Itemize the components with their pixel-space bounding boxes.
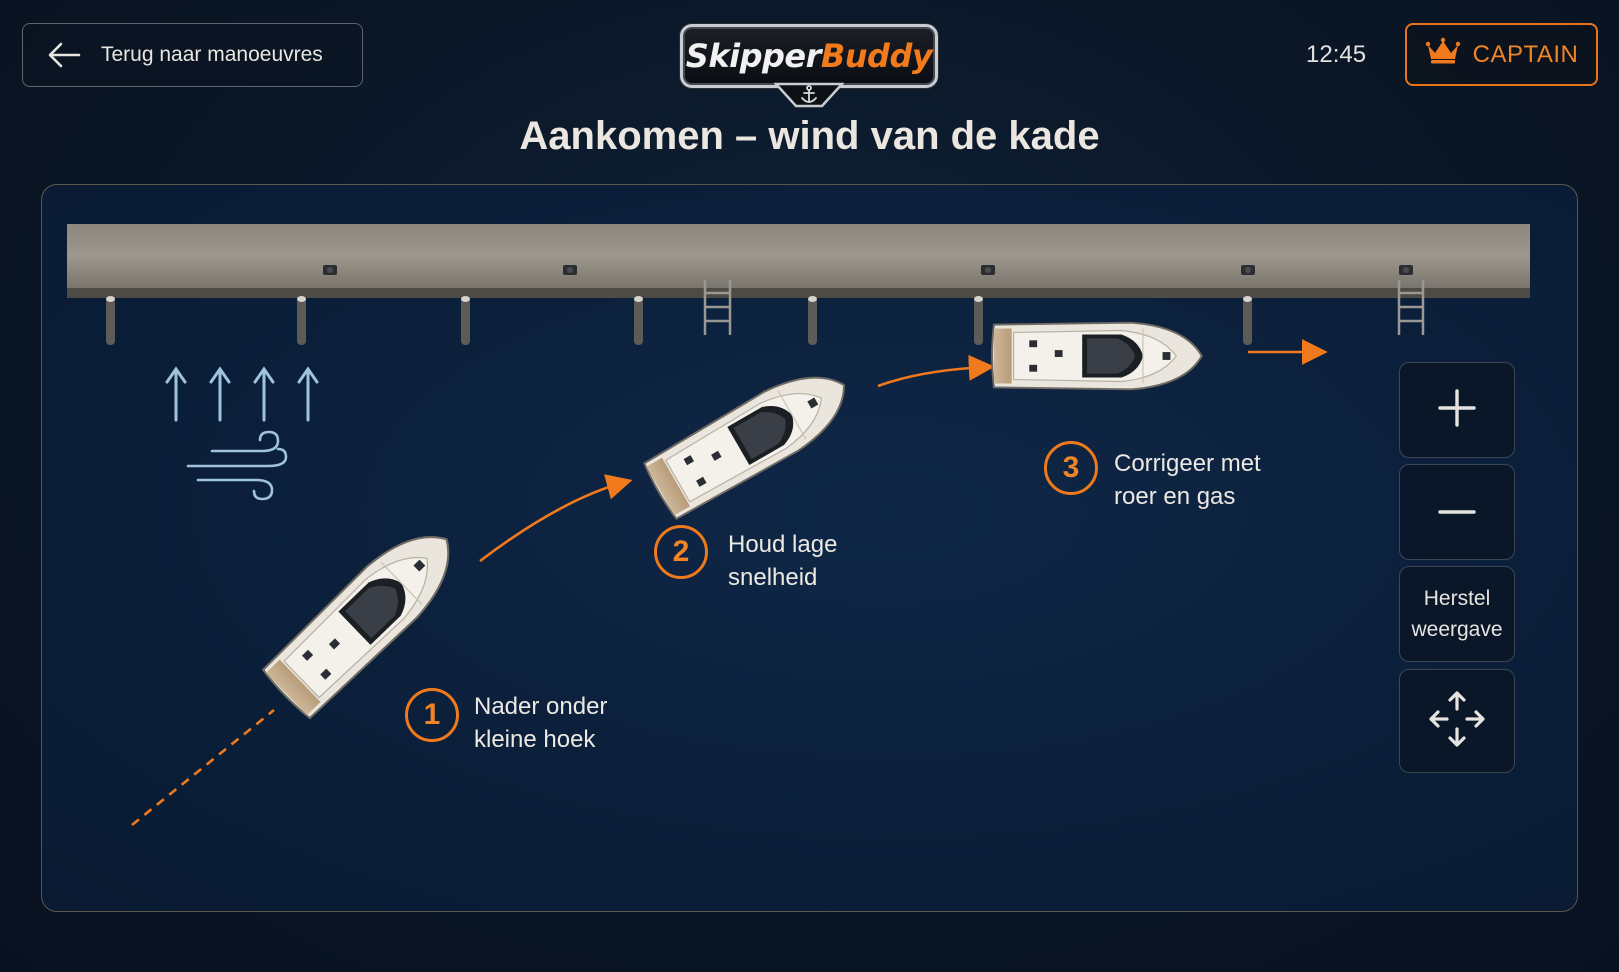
logo-word-buddy: Buddy (820, 37, 933, 75)
step-1-label: Nader onder kleine hoek (474, 690, 607, 756)
step-2-line-1: Houd lage (728, 531, 838, 558)
captain-button[interactable]: CAPTAIN (1405, 23, 1598, 86)
reset-view-button[interactable]: Herstel weergave (1399, 566, 1515, 662)
step-2-label: Houd lage snelheid (728, 528, 837, 594)
manoeuvre-map[interactable]: 1 Nader onder kleine hoek 2 Houd lage sn… (41, 184, 1578, 912)
arrow-left-icon (47, 42, 81, 68)
step-3-label: Corrigeer met roer en gas (1114, 447, 1261, 513)
logo-word-skipper: Skipper (685, 37, 822, 75)
approach-path (131, 339, 1328, 827)
anchor-icon (774, 82, 844, 108)
zoom-out-button[interactable] (1399, 464, 1515, 560)
step-1-badge: 1 (405, 688, 459, 742)
zoom-in-button[interactable] (1399, 362, 1515, 458)
wind-arrows-icon (165, 366, 319, 422)
mooring-piles (106, 296, 1252, 345)
pan-button[interactable] (1399, 669, 1515, 773)
map-drawing (67, 224, 1530, 827)
minus-icon (1437, 503, 1477, 521)
boat-position-3 (991, 321, 1203, 391)
reset-view-line-1: Herstel (1423, 587, 1491, 610)
step-3-line-2: roer en gas (1114, 483, 1236, 510)
boat-position-2 (640, 354, 862, 523)
crown-icon (1425, 37, 1461, 72)
page-title: Aankomen – wind van de kade (519, 114, 1100, 158)
captain-label: CAPTAIN (1472, 40, 1579, 68)
step-1-line-2: kleine hoek (474, 726, 596, 753)
step-2-line-2: snelheid (728, 564, 818, 591)
back-to-manoeuvres-button[interactable]: Terug naar manoeuvres (22, 23, 363, 87)
clock: 12:45 (1306, 41, 1367, 68)
step-1-line-1: Nader onder (474, 693, 608, 720)
plus-icon (1437, 388, 1477, 433)
quay (67, 224, 1530, 298)
step-3-badge: 3 (1044, 441, 1098, 495)
move-arrows-icon (1425, 687, 1489, 756)
wind-gust-icon (186, 430, 288, 501)
ladders (703, 280, 1425, 335)
back-button-label: Terug naar manoeuvres (101, 43, 323, 66)
reset-view-line-2: weergave (1411, 618, 1503, 641)
step-3-line-1: Corrigeer met (1114, 450, 1261, 477)
step-2-badge: 2 (654, 525, 708, 579)
